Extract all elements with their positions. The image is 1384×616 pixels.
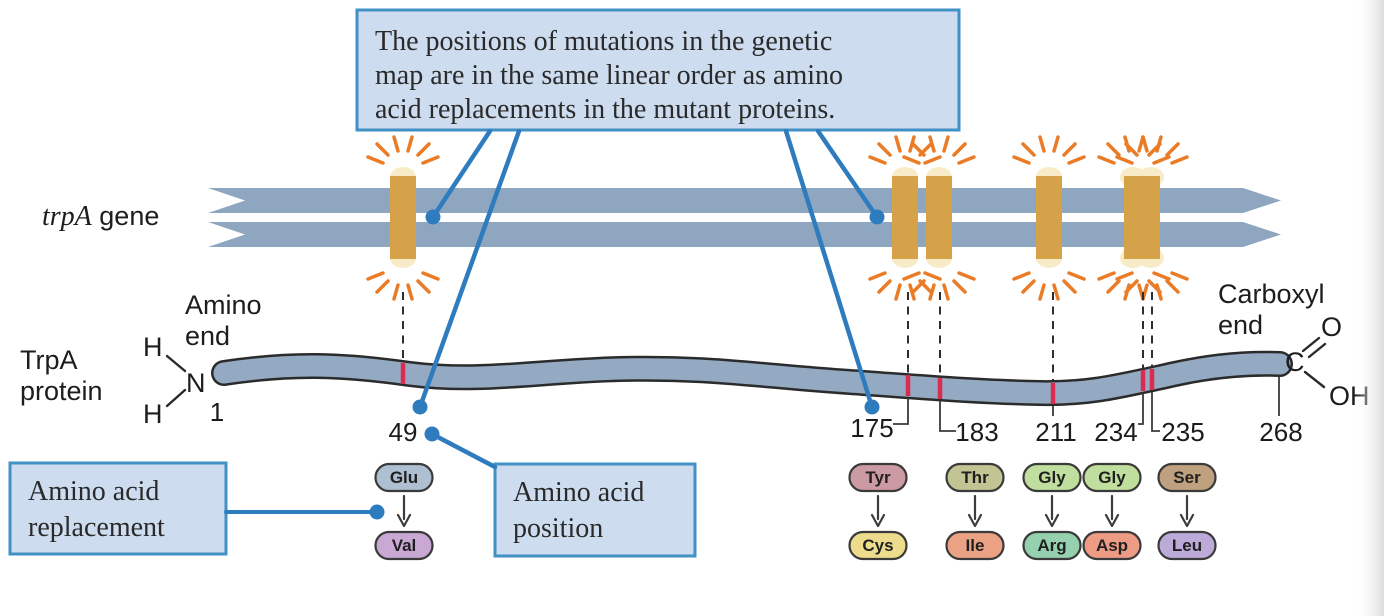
residue-number-49: 49 [389,417,418,447]
pill-arg: Arg [1037,536,1066,555]
pill-val: Val [392,536,417,555]
trpa-gene-bars [208,188,1281,247]
position-box [493,462,697,558]
pill-tyr: Tyr [865,468,891,487]
trpa-protein-ribbon [211,350,1293,407]
amino-acid-position-numbers: 1 49 175 183 211 234 235 268 [210,397,1303,447]
amino-end-label: Amino end [185,290,262,351]
pill-gly-234: Gly [1098,468,1126,487]
pill-thr: Thr [961,468,989,487]
position-callout: Amino acid position [493,462,697,558]
mutation-band-234-235 [1124,176,1160,259]
replacement-callout: Amino acid replacement [8,461,228,556]
residue-number-235: 235 [1161,417,1204,447]
replacement-pills-183: Thr Ile [945,462,1005,561]
gene-strand-bottom [208,222,1281,247]
replacement-pills-234: Gly Asp [1082,462,1142,561]
note-line-3: acid replacements in the mutant proteins… [375,94,835,125]
carboxyl-end-label: Carboxyl end [1218,279,1325,340]
residue-number-175: 175 [850,413,893,443]
replacement-pills-49: Glu Val [374,462,434,561]
svg-text:protein: protein [20,376,103,406]
residue-number-1: 1 [210,397,224,427]
pill-ile: Ile [966,536,985,555]
mutation-band-183 [926,176,952,259]
pill-asp: Asp [1096,536,1128,555]
gene-label: trpA gene [42,201,159,232]
replacement-box [8,461,228,556]
residue-number-234: 234 [1094,417,1137,447]
pill-leu: Leu [1172,536,1202,555]
replacement-pills-235: Ser Leu [1157,462,1217,561]
top-note-callout: The positions of mutations in the geneti… [355,8,961,132]
residue-number-211: 211 [1035,417,1076,447]
gene-strand-top [208,188,1281,213]
mutation-band-175 [892,176,918,259]
callout-connectors [224,128,885,520]
position-line-1: Amino acid [513,477,644,508]
svg-text:Amino: Amino [185,290,262,320]
svg-text:end: end [185,321,230,351]
note-line-1: The positions of mutations in the geneti… [375,26,832,57]
mutation-band-49 [390,176,416,259]
h-top-label: H [143,332,163,362]
svg-text:end: end [1218,310,1263,340]
note-box [355,8,961,132]
replacement-pills-211: Gly Arg [1022,462,1082,561]
n-label: N [186,368,206,398]
pill-cys: Cys [862,536,893,555]
position-line-2: position [513,513,603,544]
svg-text:TrpA: TrpA [20,345,78,375]
h-bottom-label: H [143,399,163,429]
residue-number-268: 268 [1259,417,1302,447]
pill-gly-211: Gly [1038,468,1066,487]
replacement-line-1: Amino acid [28,476,159,507]
replacement-site-ticks [400,363,1155,404]
gene-to-protein-dashed-lines [402,292,1153,381]
pill-ser: Ser [1173,468,1201,487]
page-edge-shadow [1354,0,1384,616]
position-number-brackets [893,377,1280,432]
mutation-band-211 [1036,176,1062,259]
amino-terminus-group: H H N [143,332,206,429]
c-label: C [1285,347,1305,377]
replacement-line-2: replacement [28,512,165,543]
svg-text:Carboxyl: Carboxyl [1218,279,1325,309]
replacement-pills-175: Tyr Cys [848,462,908,561]
residue-number-183: 183 [955,417,998,447]
o-label: O [1321,312,1342,342]
protein-label: TrpA protein [20,345,103,406]
mutation-bands [390,176,1160,259]
note-line-2: map are in the same linear order as amin… [375,60,843,91]
pill-glu: Glu [390,468,418,487]
